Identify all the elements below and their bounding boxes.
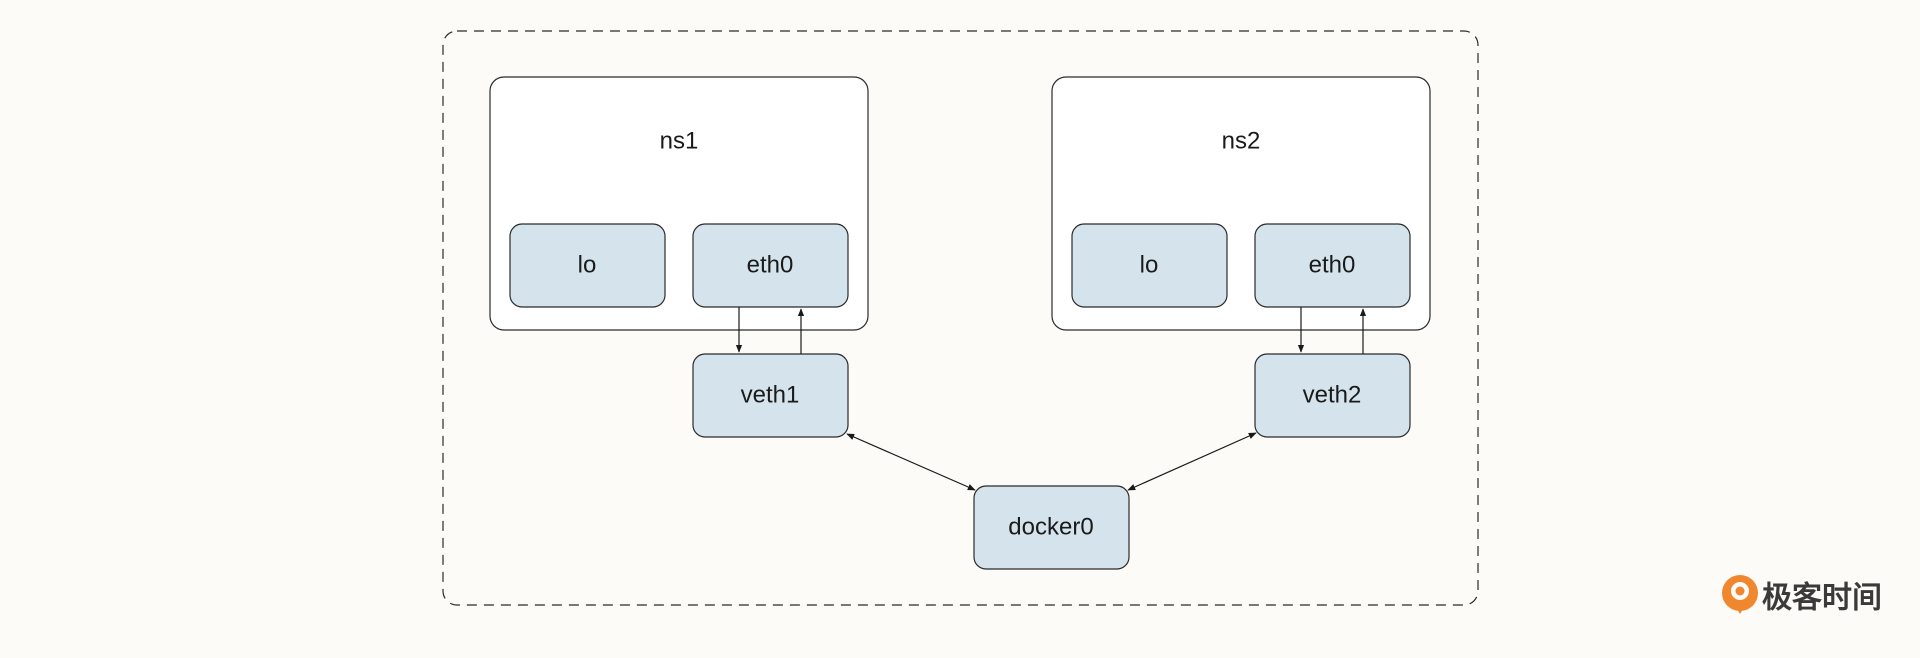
ns1-eth0-interface: eth0: [692, 223, 849, 308]
ns1-lo-interface: lo: [509, 223, 666, 308]
ns1-eth0-label: eth0: [747, 252, 794, 279]
ns2-eth0-label: eth0: [1309, 252, 1356, 279]
ns1-title: ns1: [660, 128, 699, 155]
ns2-lo-interface: lo: [1071, 223, 1228, 308]
namespace-ns1: ns1 lo eth0: [489, 76, 869, 331]
host-boundary: [442, 30, 1479, 606]
namespace-ns2: ns2 lo eth0: [1051, 76, 1431, 331]
docker0-label: docker0: [1008, 514, 1093, 541]
veth1-interface: veth1: [692, 353, 849, 438]
link-veth2-docker0: [1127, 432, 1257, 491]
veth2-label: veth2: [1303, 382, 1362, 409]
veth2-interface: veth2: [1254, 353, 1411, 438]
brand-name: 极客时间: [1762, 581, 1882, 616]
ns1-lo-label: lo: [578, 252, 597, 279]
brand-logo-icon: [1722, 575, 1758, 614]
ns2-title: ns2: [1222, 128, 1261, 155]
brand-logo: 极客时间: [1722, 575, 1882, 616]
link-veth1-docker0: [846, 433, 976, 491]
ns2-eth0-interface: eth0: [1254, 223, 1411, 308]
veth1-label: veth1: [741, 382, 800, 409]
ns2-lo-label: lo: [1140, 252, 1159, 279]
docker0-bridge: docker0: [973, 485, 1130, 570]
